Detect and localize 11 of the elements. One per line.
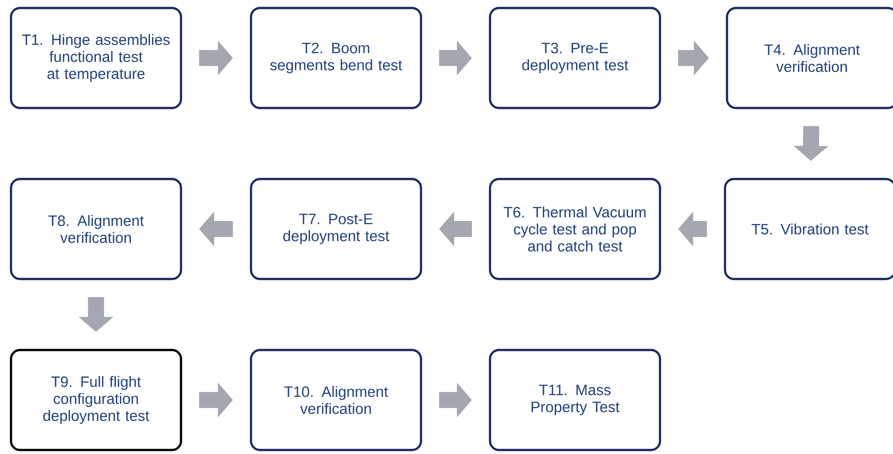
process-box: T11. Mass Property Test — [488, 348, 662, 452]
process-box: T10. Alignment verification — [250, 348, 422, 452]
process-box: T2. Boom segments bend test — [250, 6, 422, 110]
process-box: T9. Full flight configuration deployment test — [10, 348, 182, 452]
process-box: T8. Alignment verification — [10, 178, 182, 280]
process-box: T5. Vibration test — [724, 178, 893, 280]
process-box: T3. Pre-E deployment test — [488, 6, 662, 110]
process-box: T7. Post-E deployment test — [250, 178, 422, 280]
process-box: T4. Alignment verification — [726, 6, 893, 110]
process-box: T1. Hinge assemblies functional test at temperature — [10, 6, 182, 110]
process-box: T6. Thermal Vacuum cycle test and pop and catch test — [488, 178, 662, 280]
